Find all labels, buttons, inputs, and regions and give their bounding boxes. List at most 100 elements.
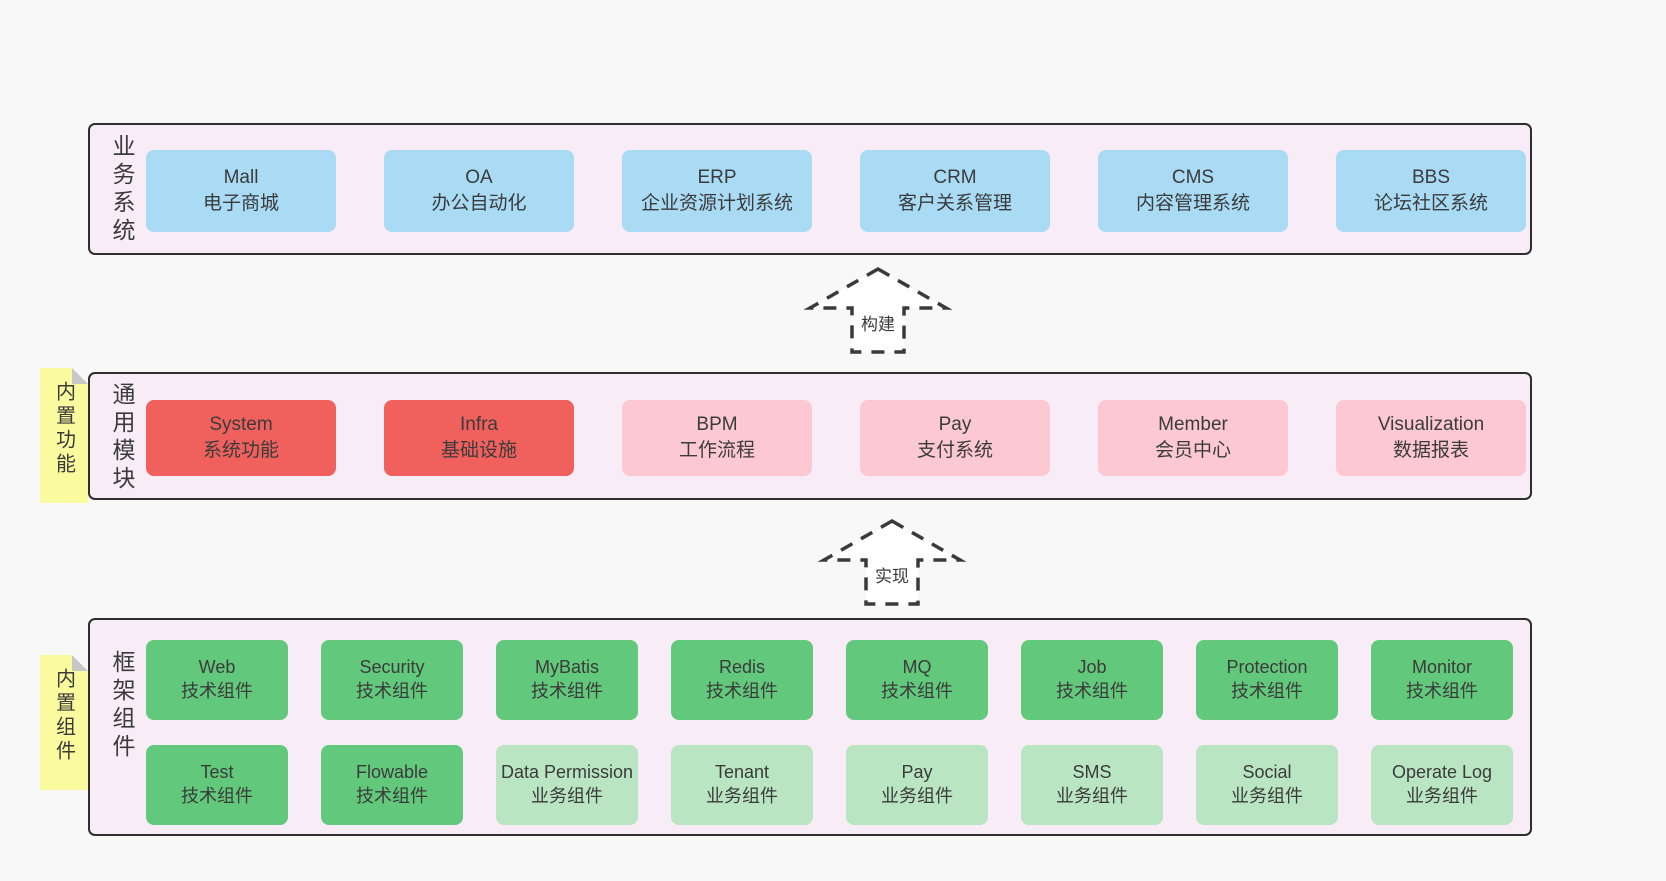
- box-data-permission: Data Permission 业务组件: [496, 745, 638, 825]
- box-visualization: Visualization 数据报表: [1336, 400, 1526, 476]
- box-security: Security 技术组件: [321, 640, 463, 720]
- arrow-label: 构建: [858, 310, 898, 335]
- box-name: Test: [200, 762, 234, 783]
- box-name: Security: [359, 657, 425, 678]
- box-desc: 企业资源计划系统: [640, 193, 793, 214]
- box-name: BBS: [1411, 166, 1451, 188]
- box-job: Job 技术组件: [1021, 640, 1163, 720]
- box-desc: 技术组件: [356, 786, 428, 806]
- box-desc: 业务组件: [706, 786, 778, 806]
- box-desc: 技术组件: [356, 681, 428, 701]
- box-name: System: [209, 413, 273, 435]
- build-arrow: 构建: [803, 266, 953, 358]
- box-infra: Infra 基础设施: [384, 400, 574, 476]
- box-bpm: BPM 工作流程: [622, 400, 812, 476]
- box-name: Tenant: [714, 762, 770, 783]
- box-name: OA: [465, 166, 493, 188]
- box-cms: CMS 内容管理系统: [1098, 150, 1288, 232]
- sticky-note-built-in-components: 内置组件: [40, 655, 88, 790]
- box-mybatis: MyBatis 技术组件: [496, 640, 638, 720]
- note-label: 内置组件: [52, 668, 75, 764]
- box-name: Web: [198, 657, 236, 678]
- box-redis: Redis 技术组件: [671, 640, 813, 720]
- box-monitor: Monitor 技术组件: [1371, 640, 1513, 720]
- box-protection: Protection 技术组件: [1196, 640, 1338, 720]
- box-mq: MQ 技术组件: [846, 640, 988, 720]
- box-name: Pay: [938, 413, 972, 435]
- note-label: 内置功能: [52, 381, 75, 477]
- box-desc: 技术组件: [1231, 681, 1303, 701]
- box-name: Social: [1242, 762, 1292, 783]
- box-name: Infra: [459, 413, 499, 435]
- box-name: BPM: [696, 413, 738, 435]
- box-sms: SMS 业务组件: [1021, 745, 1163, 825]
- layer-title: 通用模块: [109, 382, 135, 494]
- box-name: Data Permission: [500, 762, 634, 783]
- box-desc: 业务组件: [531, 786, 603, 806]
- box-erp: ERP 企业资源计划系统: [622, 150, 812, 232]
- box-desc: 工作流程: [678, 440, 755, 461]
- box-desc: 客户关系管理: [897, 193, 1012, 214]
- sticky-note-built-in-features: 内置功能: [40, 368, 88, 503]
- box-mall: Mall 电子商城: [146, 150, 336, 232]
- box-desc: 内容管理系统: [1135, 193, 1250, 214]
- box-desc: 技术组件: [531, 681, 603, 701]
- box-desc: 业务组件: [881, 786, 953, 806]
- box-desc: 技术组件: [881, 681, 953, 701]
- box-name: Monitor: [1411, 657, 1473, 678]
- box-name: ERP: [697, 166, 737, 188]
- box-desc: 论坛社区系统: [1373, 193, 1488, 214]
- box-name: Mall: [223, 166, 259, 188]
- box-desc: 业务组件: [1056, 786, 1128, 806]
- box-test: Test 技术组件: [146, 745, 288, 825]
- implement-arrow: 实现: [817, 518, 967, 610]
- box-name: CRM: [933, 166, 977, 188]
- box-desc: 技术组件: [706, 681, 778, 701]
- box-tenant: Tenant 业务组件: [671, 745, 813, 825]
- box-desc: 支付系统: [916, 440, 993, 461]
- box-name: Pay: [901, 762, 933, 783]
- box-name: Redis: [718, 657, 766, 678]
- note-fold-corner: [72, 368, 88, 384]
- box-bbs: BBS 论坛社区系统: [1336, 150, 1526, 232]
- box-name: CMS: [1171, 166, 1215, 188]
- box-desc: 技术组件: [1056, 681, 1128, 701]
- box-desc: 基础设施: [440, 440, 517, 461]
- box-name: Flowable: [355, 762, 429, 783]
- note-fold-corner: [72, 655, 88, 671]
- box-name: SMS: [1072, 762, 1112, 783]
- box-flowable: Flowable 技术组件: [321, 745, 463, 825]
- box-name: Protection: [1226, 657, 1308, 678]
- box-operate-log: Operate Log 业务组件: [1371, 745, 1513, 825]
- box-desc: 会员中心: [1154, 440, 1231, 461]
- box-pay: Pay 业务组件: [846, 745, 988, 825]
- box-name: MyBatis: [534, 657, 599, 678]
- box-pay: Pay 支付系统: [860, 400, 1050, 476]
- box-desc: 技术组件: [181, 786, 253, 806]
- box-desc: 技术组件: [1406, 681, 1478, 701]
- box-desc: 数据报表: [1392, 440, 1469, 461]
- arrow-label: 实现: [872, 562, 912, 587]
- box-desc: 技术组件: [181, 681, 253, 701]
- box-name: Visualization: [1377, 413, 1485, 435]
- box-web: Web 技术组件: [146, 640, 288, 720]
- box-desc: 电子商城: [202, 193, 279, 214]
- box-name: Job: [1077, 657, 1107, 678]
- box-oa: OA 办公自动化: [384, 150, 574, 232]
- box-crm: CRM 客户关系管理: [860, 150, 1050, 232]
- box-name: MQ: [902, 657, 932, 678]
- box-desc: 办公自动化: [431, 193, 527, 214]
- layer-title: 框架组件: [109, 650, 135, 762]
- box-name: Operate Log: [1391, 762, 1493, 783]
- box-desc: 业务组件: [1406, 786, 1478, 806]
- business-systems-row: Mall 电子商城 OA 办公自动化 ERP 企业资源计划系统 CRM 客户关系管理 CMS 内容…: [146, 150, 1526, 232]
